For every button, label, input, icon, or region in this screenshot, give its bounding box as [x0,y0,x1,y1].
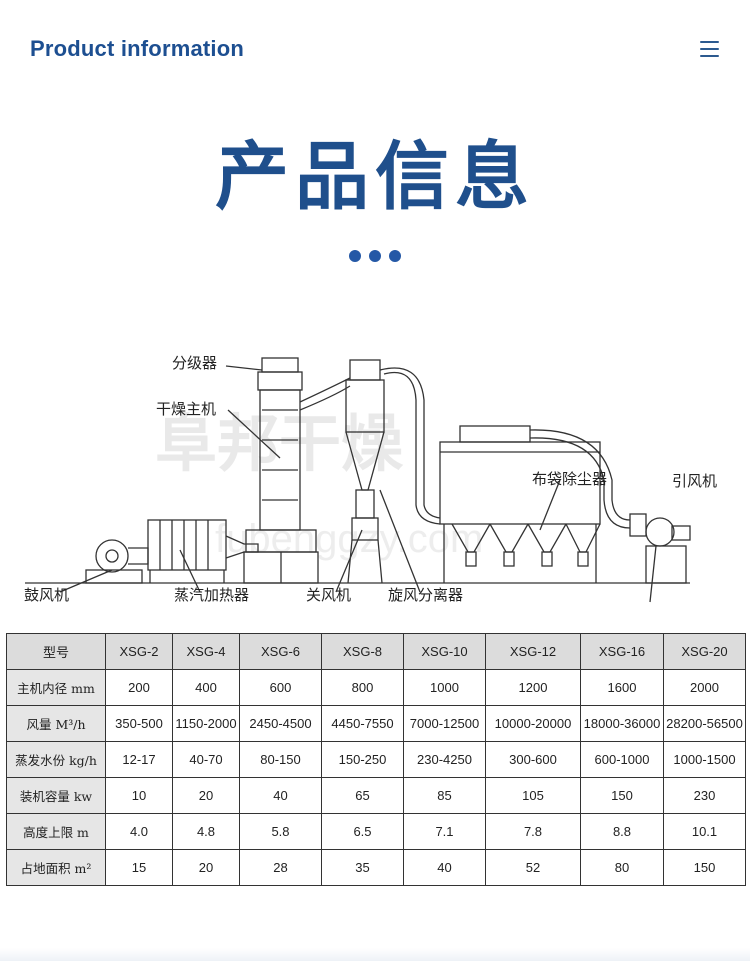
table-cell: 7.1 [403,813,486,850]
label-classifier: 分级器 [172,354,217,372]
table-cell: 230 [663,777,746,814]
header-model: XSG-10 [403,633,486,670]
table-cell: 20 [172,777,240,814]
table-cell: 1200 [485,669,581,706]
table-cell: 230-4250 [403,741,486,778]
table-cell: 7000-12500 [403,705,486,742]
induced-fan-drawing [629,513,691,584]
table-cell: 300-600 [485,741,581,778]
table-cell: 28 [239,849,322,886]
steam-heater-drawing [147,519,259,583]
label-blower: 鼓风机 [24,586,69,604]
table-cell: 4.0 [105,813,173,850]
header-model: XSG-12 [485,633,581,670]
header-model: XSG-16 [580,633,664,670]
label-cyclone: 旋风分离器 [388,586,463,604]
table-cell: 800 [321,669,404,706]
header-model: XSG-2 [105,633,173,670]
table-cell: 1000 [403,669,486,706]
table-cell: 105 [485,777,581,814]
table-cell: 65 [321,777,404,814]
table-cell: 40 [239,777,322,814]
table-cell: 20 [172,849,240,886]
label-steam-heater: 蒸汽加热器 [174,586,249,604]
table-cell: 10 [105,777,173,814]
table-cell: 350-500 [105,705,173,742]
table-cell: 35 [321,849,404,886]
header-model: XSG-20 [663,633,746,670]
hamburger-menu-icon[interactable] [696,38,724,60]
table-cell: 6.5 [321,813,404,850]
table-cell: 80 [580,849,664,886]
table-cell: 40 [403,849,486,886]
table-cell: 40-70 [172,741,240,778]
table-cell: 150 [580,777,664,814]
table-cell: 2000 [663,669,746,706]
table-cell: 8.8 [580,813,664,850]
table-cell: 2450-4500 [239,705,322,742]
header-model: XSG-6 [239,633,322,670]
table-cell: 80-150 [239,741,322,778]
label-induced-fan: 引风机 [672,472,717,490]
dryer-main-drawing [243,357,351,584]
table-cell: 10000-20000 [485,705,581,742]
section-title: 产品信息 [215,134,535,220]
label-airlock: 关风机 [306,586,351,604]
table-cell: 400 [172,669,240,706]
table-cell: 28200-56500 [663,705,746,742]
table-cell: 4.8 [172,813,240,850]
table-cell: 600 [239,669,322,706]
table-cell: 15 [105,849,173,886]
table-cell: 12-17 [105,741,173,778]
table-cell: 200 [105,669,173,706]
top-bar: Product information [0,0,750,110]
table-cell: 1600 [580,669,664,706]
row-label: 主机内径 mm [6,669,106,706]
table-cell: 85 [403,777,486,814]
label-bag-filter: 布袋除尘器 [532,470,607,488]
dots-divider-icon [349,250,403,262]
table-cell: 150 [663,849,746,886]
table-cell: 600-1000 [580,741,664,778]
page-heading: Product information [30,36,245,61]
table-cell: 5.8 [239,813,322,850]
row-label: 风量 M³/h [6,705,106,742]
header-model: XSG-8 [321,633,404,670]
bag-filter-drawing [439,425,631,583]
header-model: XSG-4 [172,633,240,670]
table-cell: 7.8 [485,813,581,850]
table-cell: 1150-2000 [172,705,240,742]
row-label: 装机容量 kw [6,777,106,814]
row-label: 占地面积 m² [6,849,106,886]
table-cell: 18000-36000 [580,705,664,742]
table-cell: 52 [485,849,581,886]
table-cell: 150-250 [321,741,404,778]
equipment-diagram: 阜邦干燥 fubenggzy.com [0,330,750,630]
table-cell: 4450-7550 [321,705,404,742]
watermark-text: 阜邦干燥 [155,407,404,480]
table-cell: 1000-1500 [663,741,746,778]
label-dryer-main: 干燥主机 [156,400,216,418]
header-model-label: 型号 [6,633,106,670]
cyclone-drawing [345,359,441,584]
footer-strip [0,948,750,961]
row-label: 高度上限 m [6,813,106,850]
table-cell: 10.1 [663,813,746,850]
row-label: 蒸发水份 kg/h [6,741,106,778]
